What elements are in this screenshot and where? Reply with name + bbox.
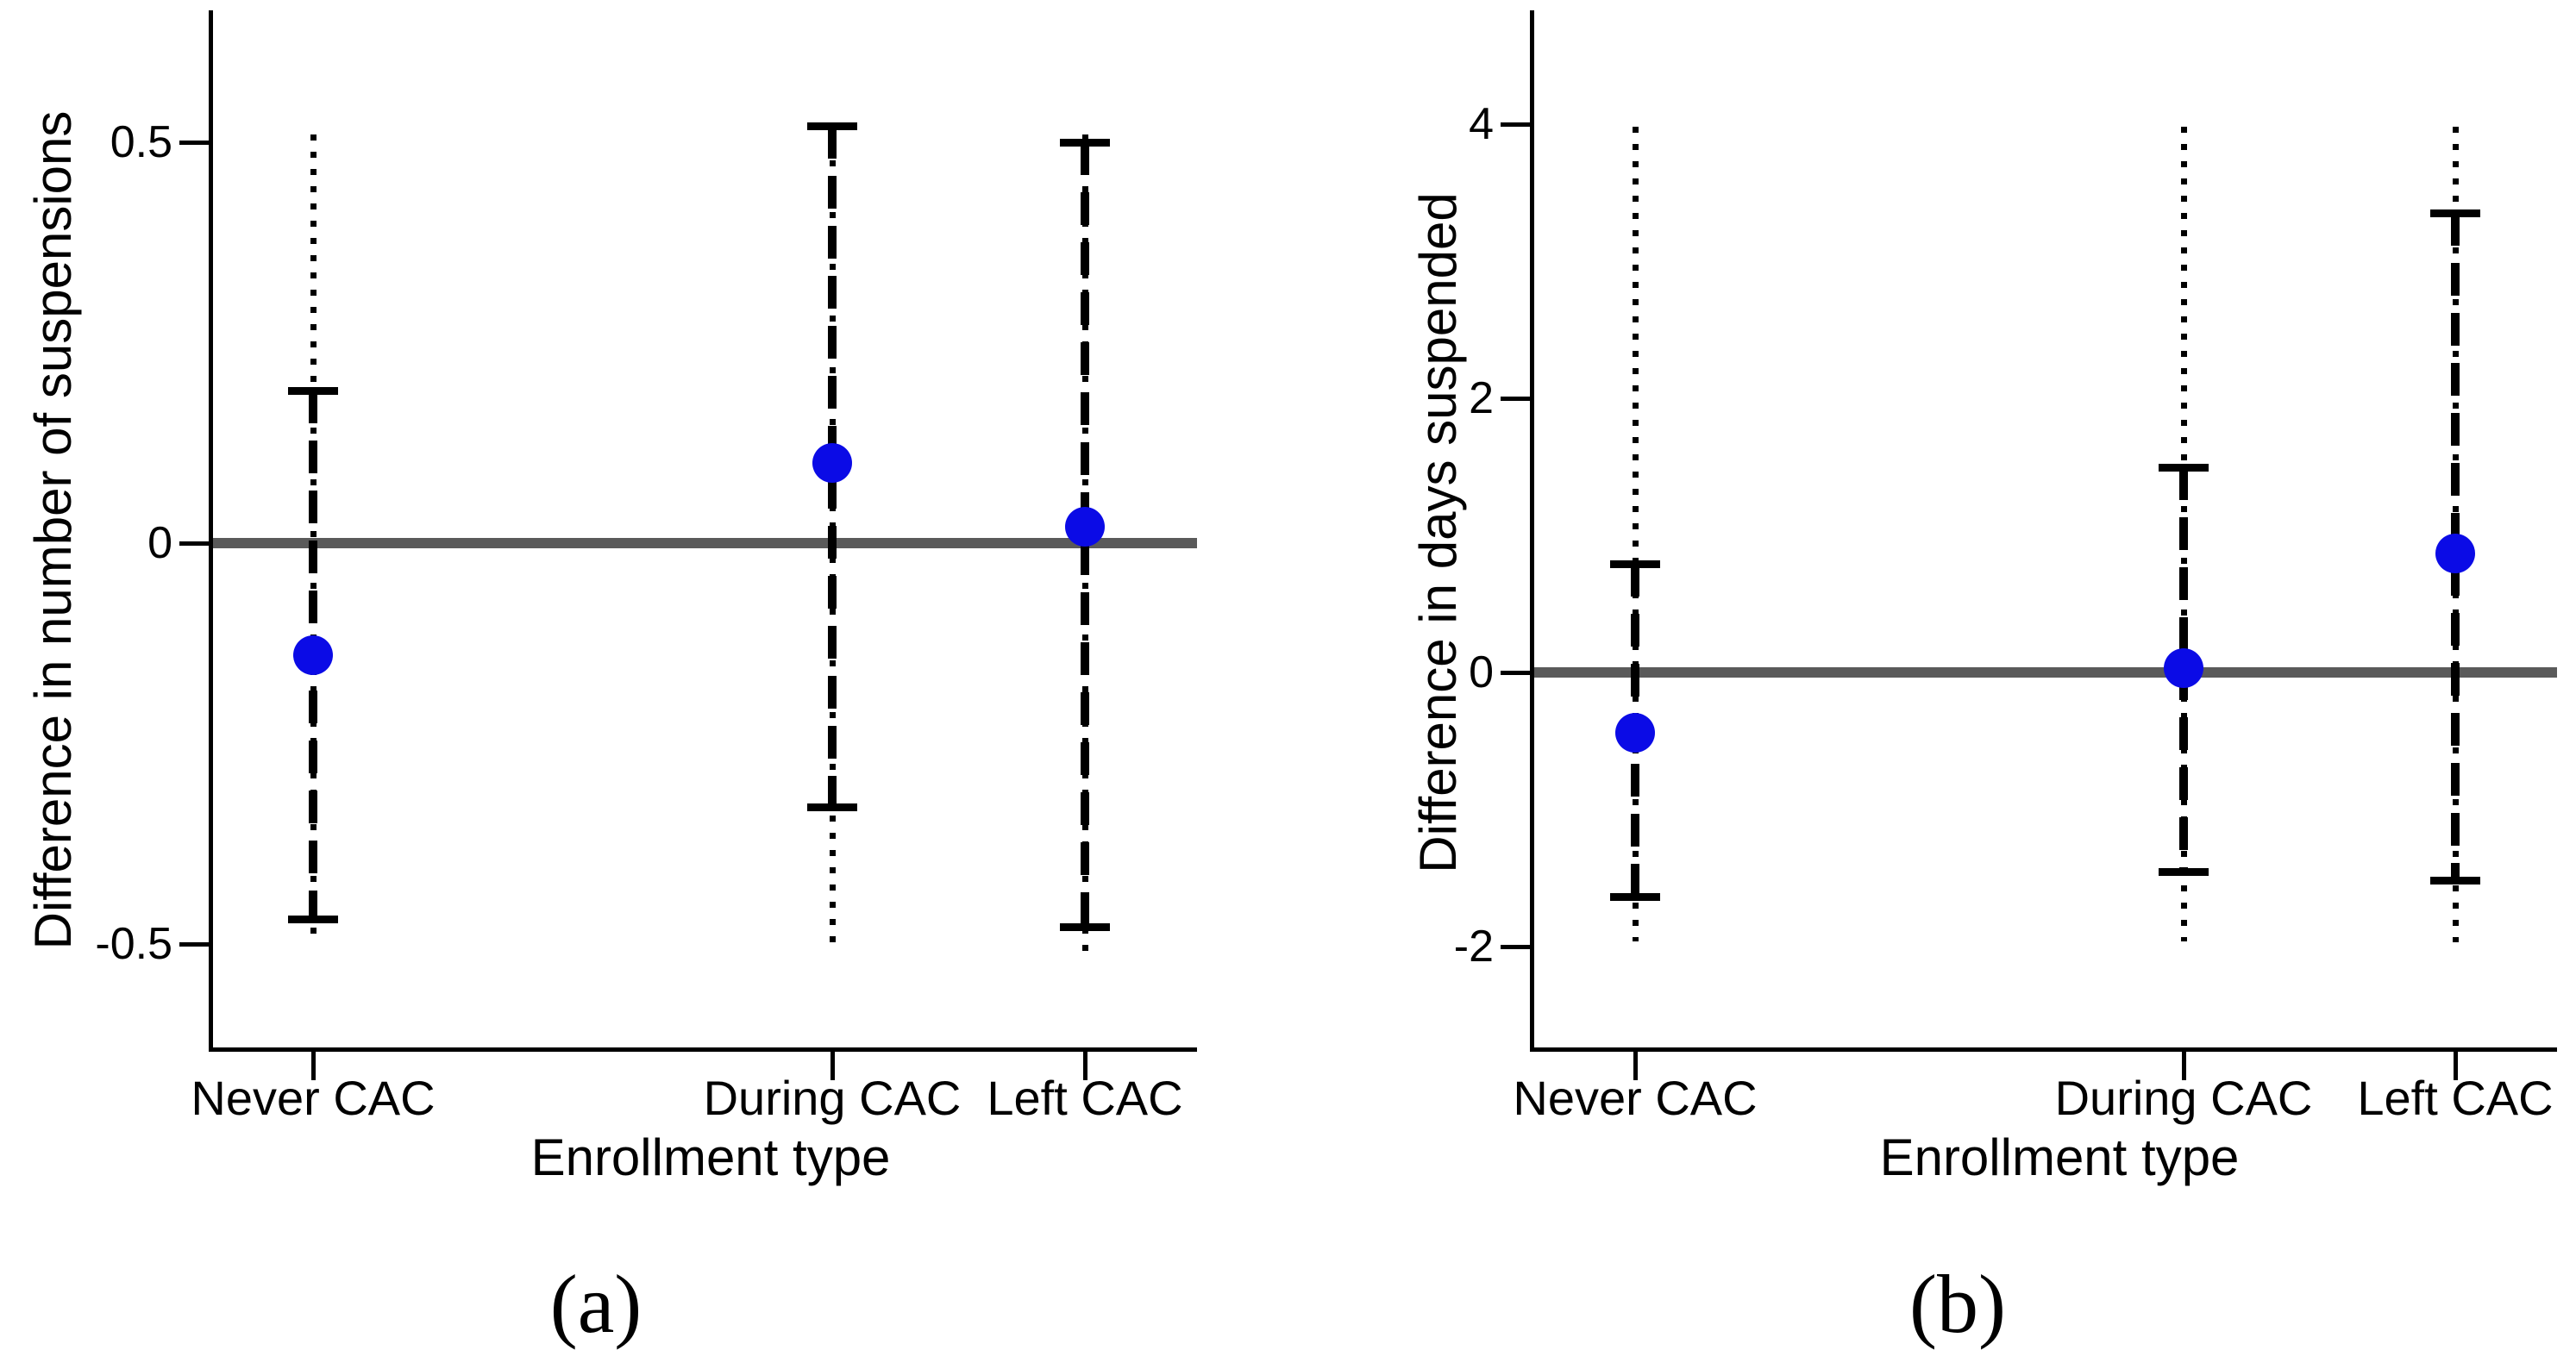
panel-a-x-axis-title: Enrollment type (530, 1128, 891, 1186)
point-estimate-marker (2435, 533, 2475, 573)
y-tick-mark (1501, 397, 1532, 401)
inner-ci-lower-cap (2159, 868, 2209, 877)
inner-ci-lower-cap (1610, 892, 1660, 901)
outer-ci-dotted-line (1633, 127, 1639, 941)
y-tick-label: -2 (1453, 922, 1494, 972)
y-tick-label: 4 (1469, 99, 1494, 149)
panel-b-y-axis-title: Difference in days suspended (1409, 192, 1467, 873)
point-estimate-marker (293, 635, 333, 676)
x-tick-mark (830, 1052, 835, 1080)
inner-ci-lower-cap (1060, 923, 1110, 932)
inner-ci-lower-cap (807, 803, 857, 811)
y-tick-mark (179, 141, 210, 145)
y-tick-label: 0.5 (110, 117, 172, 167)
y-tick-label: 2 (1469, 373, 1494, 423)
y-axis-line (209, 10, 213, 1052)
x-tick-mark (2182, 1052, 2186, 1080)
y-tick-mark (179, 541, 210, 546)
point-estimate-marker (1065, 507, 1105, 547)
y-tick-mark (1501, 671, 1532, 675)
x-tick-mark (1633, 1052, 1638, 1080)
x-category-label: During CAC (2054, 1071, 2313, 1125)
y-tick-mark (179, 942, 210, 947)
x-category-label: Never CAC (1513, 1071, 1758, 1125)
x-axis-line (209, 1047, 1197, 1052)
zero-reference-line (210, 538, 1197, 548)
inner-ci-upper-cap (807, 122, 857, 131)
x-tick-mark (1083, 1052, 1087, 1080)
point-estimate-marker (2164, 648, 2203, 689)
x-tick-mark (2454, 1052, 2458, 1080)
x-category-label: Left CAC (2357, 1071, 2554, 1125)
panel-a-letter: (a) (549, 1258, 642, 1350)
y-tick-label: 0 (147, 518, 172, 568)
inner-ci-upper-cap (2159, 463, 2209, 472)
inner-ci-upper-cap (1610, 560, 1660, 569)
panel-b-x-axis-title: Enrollment type (1879, 1128, 2240, 1186)
inner-ci-upper-cap (1060, 139, 1110, 147)
point-estimate-marker (1615, 712, 1655, 753)
inner-ci-lower-cap (2430, 876, 2480, 885)
x-category-label: Left CAC (987, 1071, 1183, 1125)
x-tick-mark (311, 1052, 316, 1080)
point-estimate-marker (812, 443, 852, 483)
x-category-label: During CAC (703, 1071, 962, 1125)
y-tick-label: -0.5 (95, 919, 172, 969)
x-axis-line (1530, 1047, 2557, 1052)
y-tick-mark (1501, 122, 1532, 127)
x-category-label: Never CAC (191, 1071, 436, 1125)
y-tick-label: 0 (1469, 647, 1494, 697)
inner-ci-lower-cap (288, 916, 338, 924)
y-tick-mark (1501, 945, 1532, 949)
zero-reference-line (1532, 667, 2557, 678)
inner-ci-upper-cap (288, 387, 338, 396)
inner-ci-upper-cap (2430, 209, 2480, 218)
y-axis-line (1530, 10, 1534, 1052)
panel-a-y-axis-title: Difference in number of suspensions (24, 110, 82, 950)
panel-b-letter: (b) (1909, 1258, 2006, 1350)
